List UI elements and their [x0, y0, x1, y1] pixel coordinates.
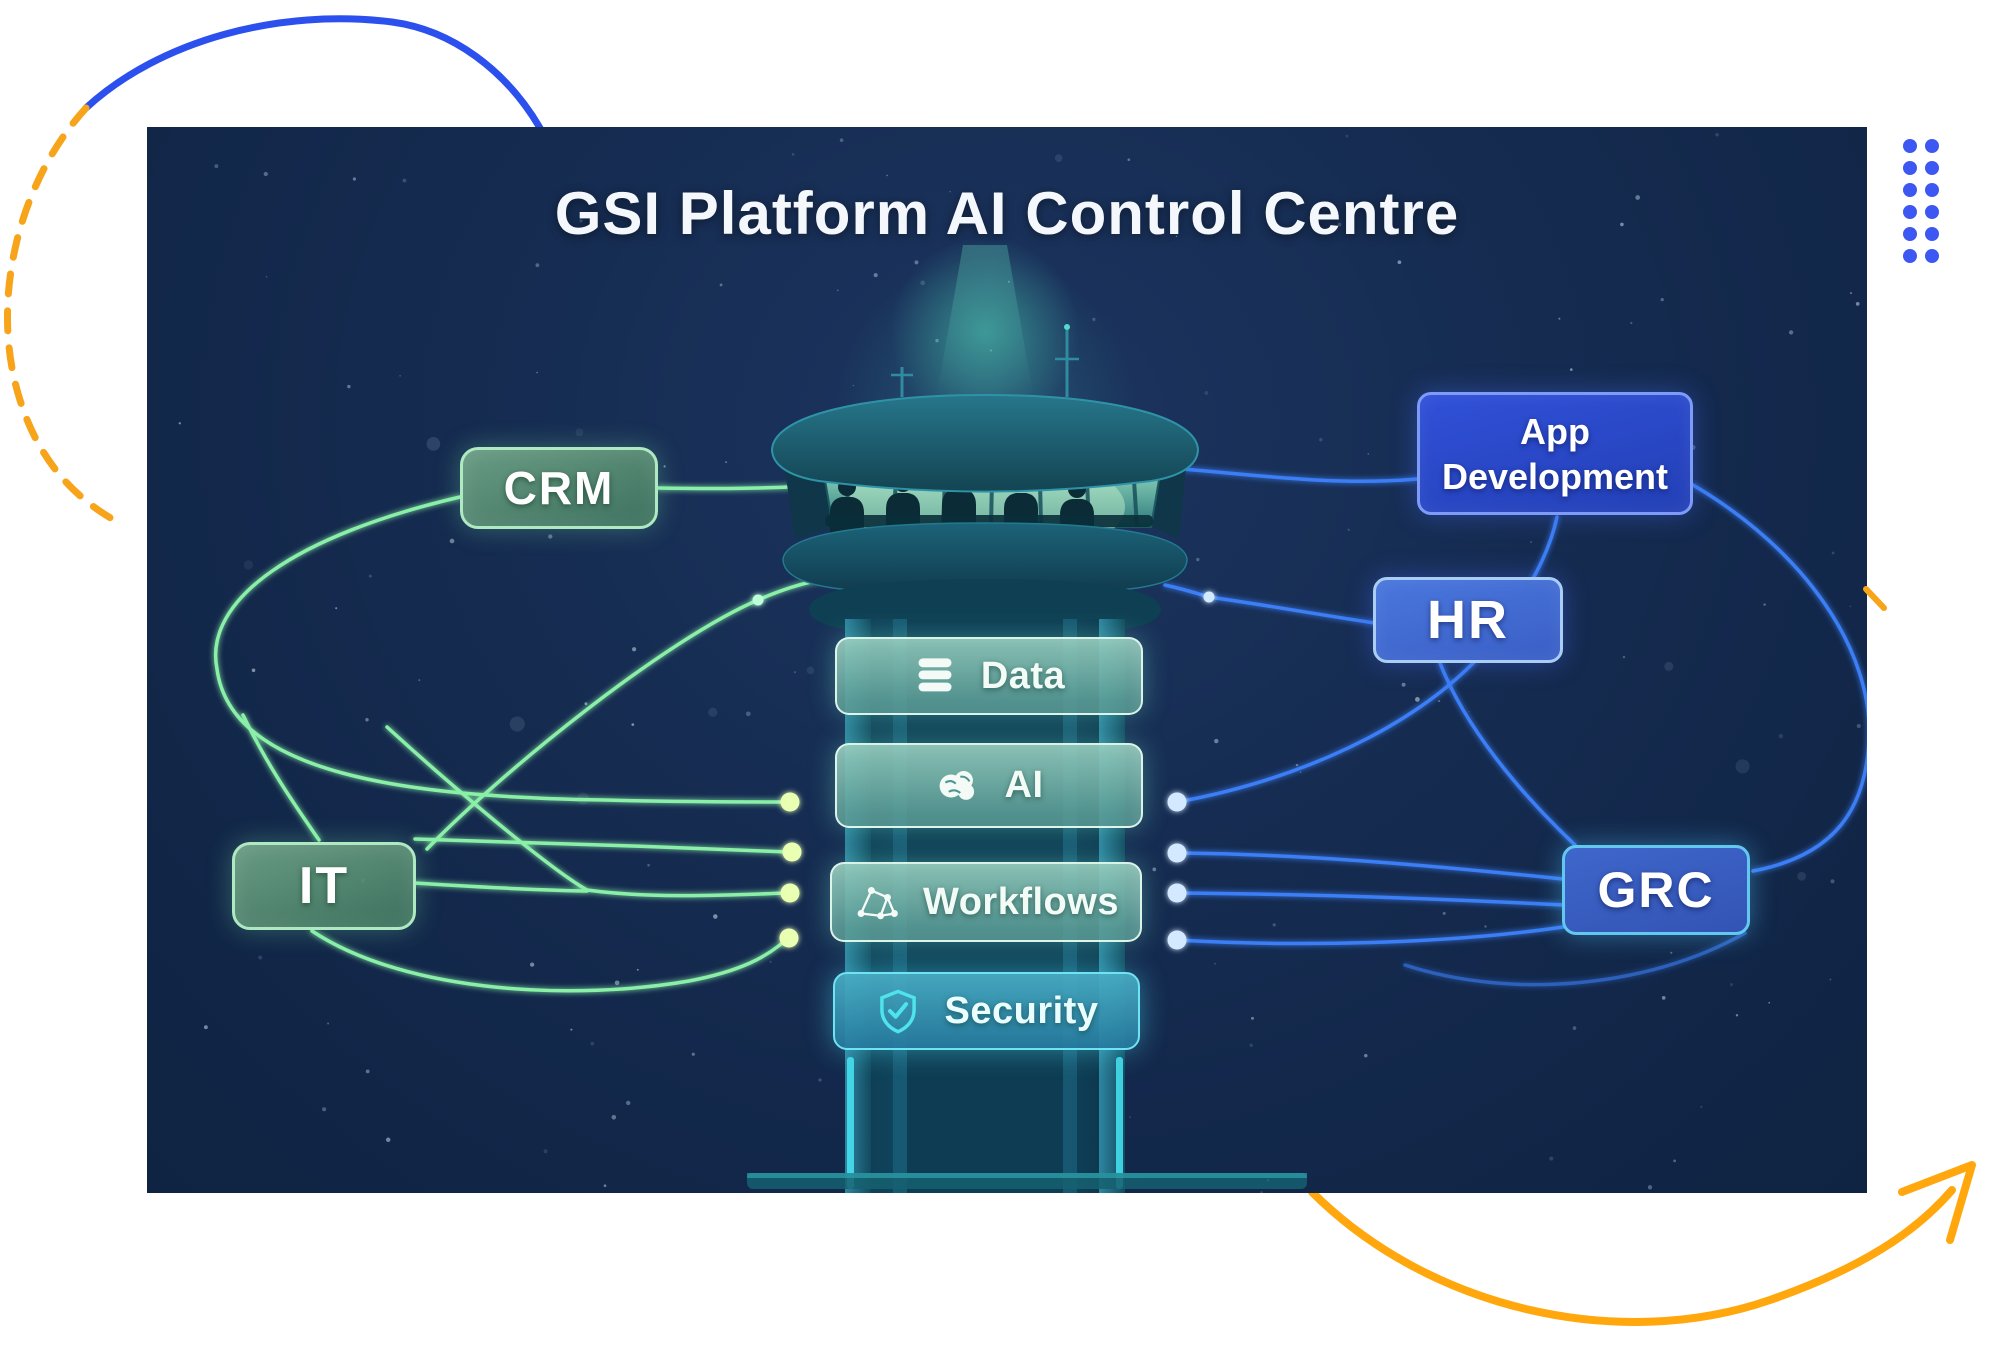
- node-workflows: Workflows: [830, 862, 1142, 942]
- node-security-label: Security: [944, 989, 1099, 1032]
- green-connector-dots: [752, 594, 802, 948]
- blue-dots-grid-decoration: [1903, 139, 1940, 263]
- grid-dot: [1925, 205, 1939, 219]
- grid-dot: [1925, 183, 1939, 197]
- node-app-development-label: App Development: [1441, 410, 1669, 497]
- green-connector-lines: [213, 483, 843, 993]
- grid-dot: [1903, 205, 1917, 219]
- node-data-label: Data: [980, 654, 1066, 697]
- tower-roof: [770, 393, 1200, 493]
- grid-dot: [1925, 139, 1939, 153]
- node-it: IT: [232, 842, 416, 930]
- workflow-network-icon: [853, 879, 899, 925]
- node-workflows-label: Workflows: [923, 880, 1119, 923]
- grid-dot: [1903, 161, 1917, 175]
- node-crm: CRM: [460, 447, 658, 529]
- grid-dot: [1903, 227, 1917, 241]
- grid-dot: [1903, 139, 1917, 153]
- shield-check-icon: [875, 988, 921, 1034]
- node-grc: GRC: [1562, 845, 1750, 935]
- orange-arrow-curve: [1308, 1186, 1956, 1326]
- node-crm-label: CRM: [503, 462, 615, 514]
- node-hr-label: HR: [1427, 590, 1509, 650]
- illustration-canvas: GSI Platform AI Control Centre CRM IT Da…: [147, 127, 1867, 1193]
- node-ai: AI: [835, 743, 1143, 828]
- blue-arc-decoration: [82, 15, 544, 132]
- grid-dot: [1925, 161, 1939, 175]
- blue-connector-lines: [1153, 465, 1867, 987]
- orange-dashed-arc-decoration: [3, 104, 118, 524]
- node-data: Data: [835, 637, 1143, 715]
- node-ai-label: AI: [1004, 764, 1044, 806]
- blue-connector-dots: [1167, 591, 1215, 950]
- database-icon: [913, 654, 957, 698]
- grid-dot: [1903, 249, 1917, 263]
- node-grc-label: GRC: [1597, 862, 1715, 918]
- page-title: GSI Platform AI Control Centre: [554, 180, 1460, 247]
- grid-dot: [1903, 183, 1917, 197]
- node-app-development: App Development: [1417, 392, 1693, 515]
- brain-icon: [935, 763, 981, 809]
- grid-dot: [1925, 227, 1939, 241]
- node-it-label: IT: [298, 857, 350, 915]
- node-hr: HR: [1373, 577, 1563, 663]
- node-security: Security: [833, 972, 1140, 1050]
- orange-arrow-head-icon: [1898, 1161, 1976, 1244]
- tower-antenna-icon: [891, 330, 1079, 397]
- orange-tick-decoration: [1863, 586, 1887, 611]
- grid-dot: [1925, 249, 1939, 263]
